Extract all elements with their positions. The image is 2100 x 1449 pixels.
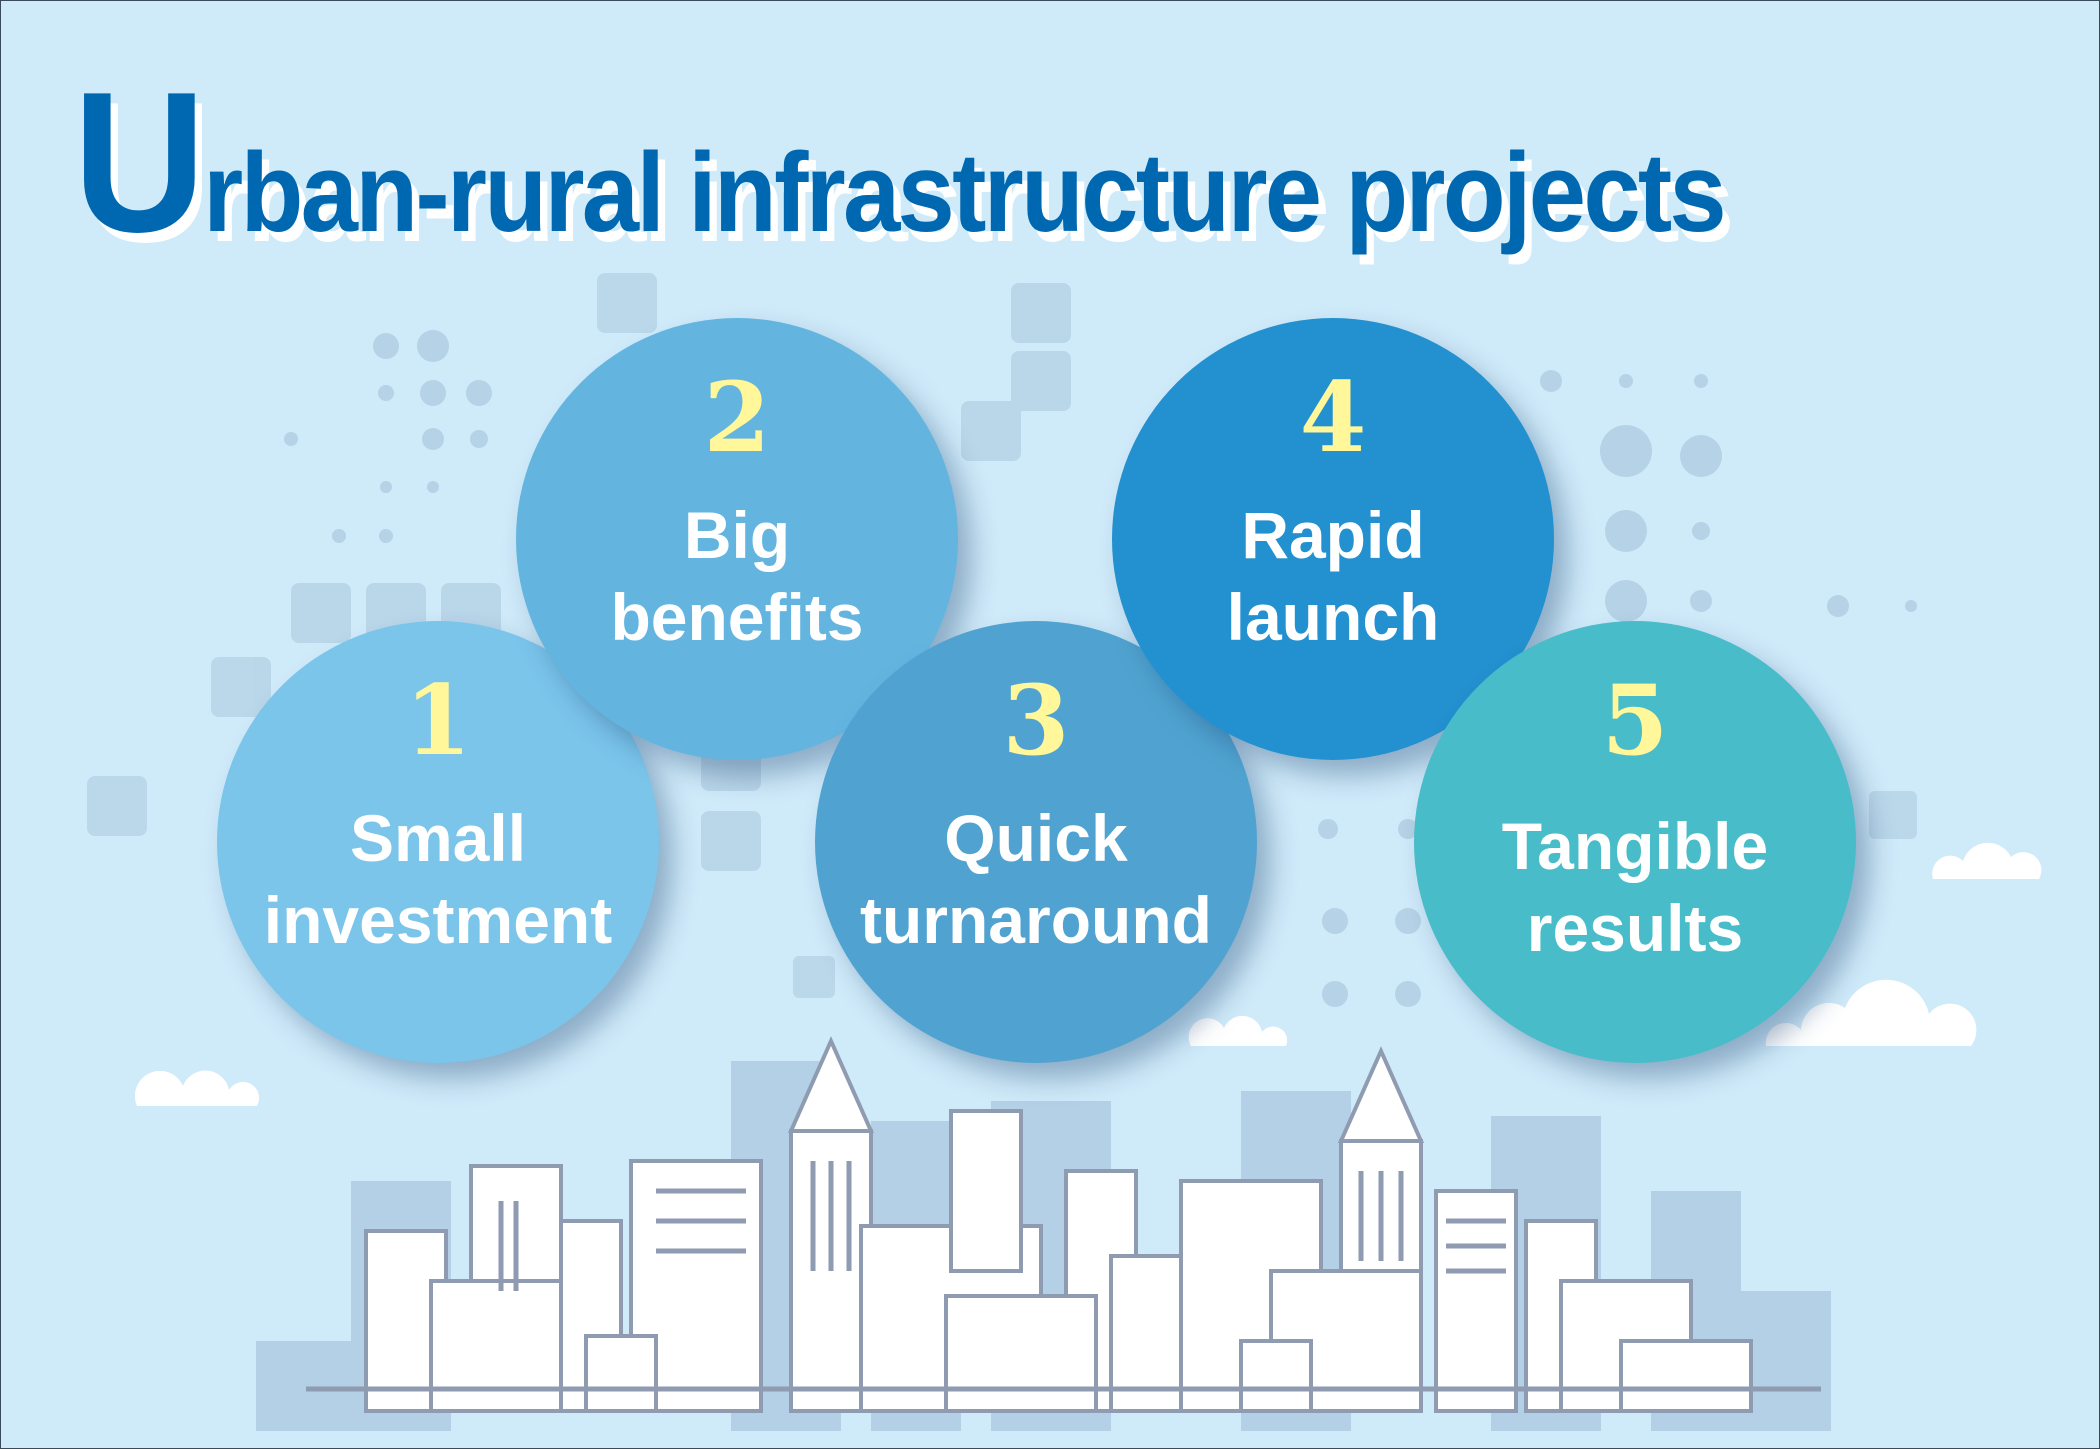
step-label-line1: Rapid [1241, 498, 1425, 572]
step-3-quick-turnaround: 3 Quick turnaround [815, 621, 1257, 1063]
step-5-tangible-results: 5 Tangible results [1414, 621, 1856, 1063]
step-label-line2: launch [1226, 580, 1440, 654]
step-number: 2 [703, 361, 771, 474]
step-number: 1 [404, 664, 472, 777]
title-initial: U [73, 51, 206, 274]
step-label-line1: Tangible [1501, 809, 1769, 883]
city-skyline-illustration [256, 1036, 1831, 1431]
step-label-line1: Small [349, 801, 527, 875]
title-rest: rban-rural infrastructure projects [203, 130, 1727, 255]
step-number: 5 [1601, 664, 1669, 777]
step-label-line2: benefits [610, 580, 864, 654]
step-number: 4 [1299, 361, 1367, 474]
step-number: 3 [1002, 664, 1070, 777]
step-2-big-benefits: 2 Big benefits [516, 318, 958, 760]
step-label-line2: results [1526, 891, 1744, 965]
step-label-line2: turnaround [860, 883, 1212, 957]
page-title: Urban-rural infrastructure projects [73, 63, 1727, 263]
step-label-line1: Big [683, 498, 791, 572]
step-label-line1: Quick [944, 801, 1128, 875]
step-label-line2: investment [263, 883, 613, 957]
